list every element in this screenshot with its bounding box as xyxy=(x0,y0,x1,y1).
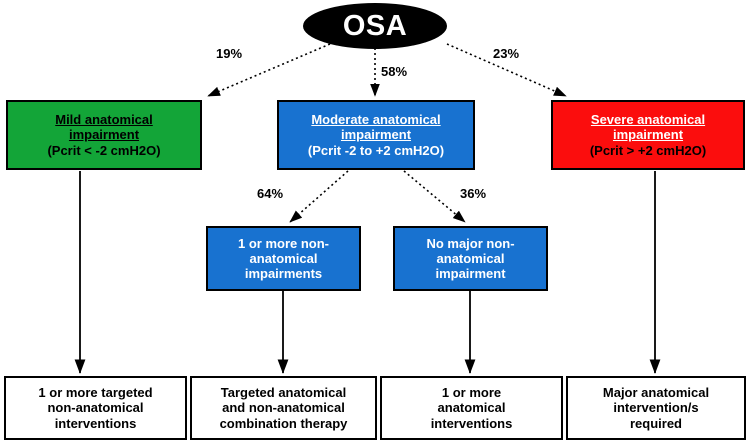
node-osa[interactable]: OSA xyxy=(303,3,447,49)
outcome-3-line2: anatomical xyxy=(437,400,506,416)
outcome-3-line3: interventions xyxy=(430,415,513,431)
pct-nonanatomical: 64% xyxy=(257,186,284,201)
node-no-major-non-anatomical[interactable]: No major non- anatomical impairment xyxy=(393,226,548,291)
node-one-or-more-line2: anatomical xyxy=(249,250,318,266)
node-mild-title: Mild anatomical xyxy=(55,112,153,127)
node-no-major-line1: No major non- xyxy=(426,235,515,251)
node-moderate-anatomical-impairment[interactable]: Moderate anatomical impairment (Pcrit -2… xyxy=(277,100,475,170)
outcome-2-line1: Targeted anatomical xyxy=(220,385,347,400)
node-moderate-title2: impairment xyxy=(340,127,412,143)
node-anatomical-interventions[interactable]: 1 or more anatomical interventions xyxy=(380,376,563,440)
node-mild-anatomical-impairment[interactable]: Mild anatomical impairment (Pcrit < -2 c… xyxy=(6,100,202,170)
node-moderate-detail: (Pcrit -2 to +2 cmH2O) xyxy=(307,142,445,158)
outcome-1-line2: non-anatomical xyxy=(47,400,144,416)
pct-mild: 19% xyxy=(216,46,243,61)
pct-moderate: 58% xyxy=(381,64,408,79)
pct-no-major: 36% xyxy=(460,186,487,201)
node-severe-anatomical-impairment[interactable]: Severe anatomical impairment (Pcrit > +2… xyxy=(551,100,745,170)
node-one-or-more-line1: 1 or more non- xyxy=(237,235,329,251)
node-mild-detail: (Pcrit < -2 cmH2O) xyxy=(47,142,161,158)
node-major-anatomical-intervention[interactable]: Major anatomical intervention/s required xyxy=(566,376,746,440)
outcome-4-line3: required xyxy=(629,415,682,431)
outcome-4-line2: intervention/s xyxy=(613,400,699,416)
outcome-4-line1: Major anatomical xyxy=(602,385,710,400)
pct-severe: 23% xyxy=(493,46,520,61)
outcome-2-line2: and non-anatomical xyxy=(222,400,345,416)
node-one-or-more-line3: impairments xyxy=(244,266,323,282)
node-osa-label: OSA xyxy=(342,9,408,42)
node-no-major-line2: anatomical xyxy=(436,250,505,266)
outcome-2-line3: combination therapy xyxy=(219,415,348,431)
node-moderate-title: Moderate anatomical xyxy=(311,112,441,127)
node-mild-title2: impairment xyxy=(68,127,140,143)
node-severe-title2: impairment xyxy=(612,127,684,143)
node-one-or-more-non-anatomical[interactable]: 1 or more non- anatomical impairments xyxy=(206,226,361,291)
node-combination-therapy[interactable]: Targeted anatomical and non-anatomical c… xyxy=(190,376,377,440)
outcome-1-line3: interventions xyxy=(54,415,137,431)
node-targeted-non-anatomical-interventions[interactable]: 1 or more targeted non-anatomical interv… xyxy=(4,376,187,440)
node-severe-detail: (Pcrit > +2 cmH2O) xyxy=(589,142,707,158)
node-severe-title: Severe anatomical xyxy=(590,112,706,127)
outcome-3-line1: 1 or more xyxy=(441,385,502,400)
node-no-major-line3: impairment xyxy=(435,266,506,282)
outcome-1-line1: 1 or more targeted xyxy=(38,385,153,400)
